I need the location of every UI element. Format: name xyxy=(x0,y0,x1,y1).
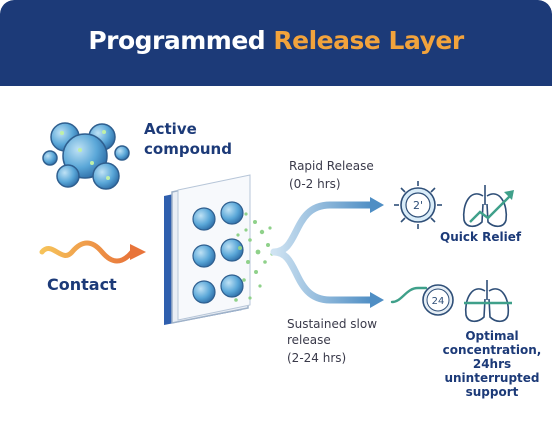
release-diagram: 2' 24 xyxy=(39,122,514,325)
fast-clock-label: 2' xyxy=(413,199,423,212)
lungs-trend-icon xyxy=(462,185,514,228)
active-compound-label-line1: Active xyxy=(144,120,197,138)
compound-spheres-icon xyxy=(42,122,130,190)
release-layer-panel xyxy=(164,174,251,325)
optimal-line-2: concentration, xyxy=(442,343,542,357)
released-particles xyxy=(234,212,274,302)
optimal-line-3: 24hrs xyxy=(472,357,512,371)
optimal-line-1: Optimal xyxy=(465,329,519,343)
sustained-arrowhead-icon xyxy=(370,292,384,308)
contact-wave-icon xyxy=(39,240,135,264)
contact-label: Contact xyxy=(47,275,117,294)
sustained-hours: (2-24 hrs) xyxy=(287,351,347,365)
title-main: Programmed xyxy=(88,26,266,55)
rapid-release-arrow xyxy=(270,201,376,256)
page-title: Programmed Release Layer xyxy=(0,26,552,55)
title-accent: Release Layer xyxy=(273,26,464,55)
sustained-wave xyxy=(390,286,428,304)
rapid-release-hours: (0-2 hrs) xyxy=(289,177,341,191)
clock-24-icon: 24 xyxy=(422,284,454,316)
optimal-label-block: Optimal concentration, 24hrs uninterrupt… xyxy=(440,329,544,399)
contact-arrowhead-icon xyxy=(130,244,146,260)
clock-24-label: 24 xyxy=(432,296,445,307)
fast-clock-icon: 2' xyxy=(394,181,442,229)
optimal-line-5: support xyxy=(465,385,519,399)
sustained-label-line1: Sustained slow xyxy=(287,317,378,331)
lungs-steady-icon xyxy=(464,280,512,323)
sustained-label-line2: release xyxy=(287,333,331,347)
quick-relief-label: Quick Relief xyxy=(440,230,522,244)
rapid-release-label: Rapid Release xyxy=(289,159,374,173)
header-banner: Programmed Release Layer xyxy=(0,0,552,86)
optimal-line-4: uninterrupted xyxy=(444,371,540,385)
rapid-arrowhead-icon xyxy=(370,197,384,213)
active-compound-label-line2: compound xyxy=(144,140,232,158)
sustained-release-arrow xyxy=(270,248,376,304)
